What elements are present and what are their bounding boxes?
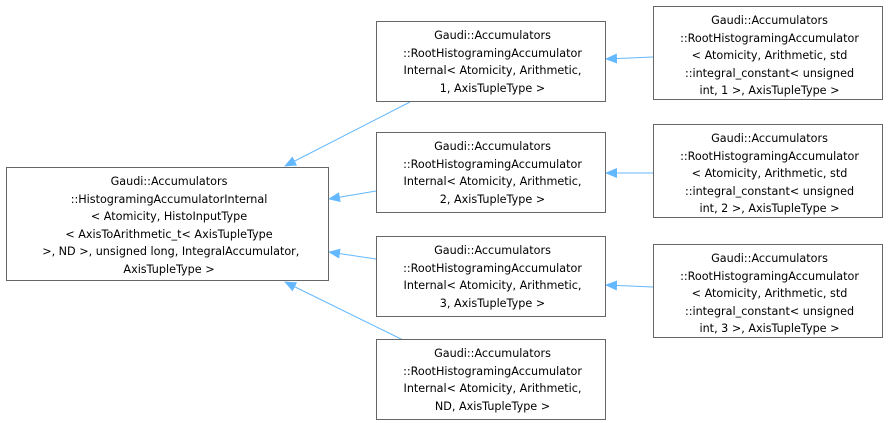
node-text-line: Internal< Atomicity, Arithmetic, <box>403 279 582 292</box>
node-text-line: < Atomicity, Arithmetic, std <box>691 49 848 62</box>
edge-right3-to-mid3 <box>605 280 654 291</box>
node-root-histograming-accumulator-internal-1[interactable]: Gaudi::Accumulators::RootHistogramingAcc… <box>376 21 606 102</box>
node-text-line: Gaudi::Accumulators <box>434 140 551 153</box>
node-text-line: < Atomicity, Arithmetic, std <box>691 167 848 180</box>
node-root-histograming-accumulator-internal-3[interactable]: Gaudi::Accumulators::RootHistogramingAcc… <box>376 236 606 317</box>
node-histograming-accumulator-internal[interactable]: Gaudi::Accumulators::HistogramingAccumul… <box>6 167 329 281</box>
edge-right1-to-mid1 <box>605 53 654 64</box>
node-text-line: Gaudi::Accumulators <box>434 29 551 42</box>
node-text-line: int, 3 >, AxisTupleType > <box>699 322 840 335</box>
edge-mid2-to-base <box>328 190 377 203</box>
node-text-line: < Atomicity, Arithmetic, std <box>691 287 848 300</box>
node-text-line: ::RootHistogramingAccumulator <box>680 269 859 283</box>
node-text-line: int, 2 >, AxisTupleType > <box>699 202 840 215</box>
node-text-line: Gaudi::Accumulators <box>110 175 228 188</box>
node-root-histograming-accumulator-3[interactable]: Gaudi::Accumulators::RootHistogramingAcc… <box>653 244 883 338</box>
node-text-line: ::RootHistogramingAccumulator <box>403 261 582 275</box>
node-text-line: ::HistogramingAccumulatorInternal <box>70 192 268 206</box>
node-text-line: 1, AxisTupleType > <box>439 81 546 95</box>
node-text-line: < AxisToArithmetic_t< AxisTupleType <box>65 227 273 241</box>
node-text-line: Gaudi::Accumulators <box>434 244 551 257</box>
node-text-line: ::integral_constant< unsigned <box>684 66 855 80</box>
node-text-line: Gaudi::Accumulators <box>711 14 828 27</box>
node-text-line: Internal< Atomicity, Arithmetic, <box>403 64 582 77</box>
node-text-line: AxisTupleType > <box>123 262 215 276</box>
node-text-line: Gaudi::Accumulators <box>434 347 551 360</box>
node-text-line: >, ND >, unsigned long, IntegralAccumula… <box>38 245 300 258</box>
node-text-line: Internal< Atomicity, Arithmetic, <box>403 175 582 188</box>
node-text-line: ::RootHistogramingAccumulator <box>680 31 859 45</box>
node-text-line: ND, AxisTupleType > <box>434 399 551 413</box>
node-text-line: Internal< Atomicity, Arithmetic, <box>403 382 582 395</box>
node-text-line: ::RootHistogramingAccumulator <box>403 46 582 60</box>
node-root-histograming-accumulator-internal-nd[interactable]: Gaudi::Accumulators::RootHistogramingAcc… <box>376 339 606 420</box>
edge-mid1-to-base <box>284 101 411 167</box>
node-text-line: int, 1 >, AxisTupleType > <box>699 84 840 97</box>
node-text-line: 2, AxisTupleType > <box>439 192 546 206</box>
node-text-line: ::integral_constant< unsigned <box>684 304 855 318</box>
node-text-line: Gaudi::Accumulators <box>711 252 828 265</box>
node-root-histograming-accumulator-2[interactable]: Gaudi::Accumulators::RootHistogramingAcc… <box>653 124 883 218</box>
node-root-histograming-accumulator-internal-2[interactable]: Gaudi::Accumulators::RootHistogramingAcc… <box>376 132 606 213</box>
node-text-line: 3, AxisTupleType > <box>439 296 546 310</box>
edge-mid3-to-base <box>328 248 377 260</box>
node-root-histograming-accumulator-1[interactable]: Gaudi::Accumulators::RootHistogramingAcc… <box>653 6 883 100</box>
node-text-line: < Atomicity, HistoInputType <box>90 210 248 223</box>
node-text-line: ::integral_constant< unsigned <box>684 184 855 198</box>
node-text-line: ::RootHistogramingAccumulator <box>403 364 582 378</box>
node-text-line: ::RootHistogramingAccumulator <box>403 157 582 171</box>
node-text-line: ::RootHistogramingAccumulator <box>680 149 859 163</box>
node-text-line: Gaudi::Accumulators <box>711 132 828 145</box>
edge-mid4-to-base <box>284 281 404 341</box>
